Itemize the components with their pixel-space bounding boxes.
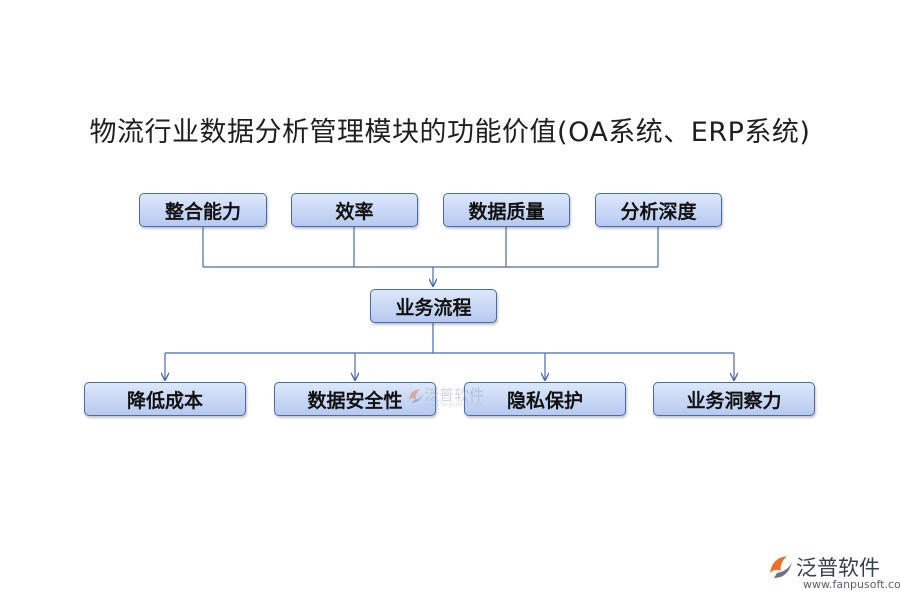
fanpu-logo-icon — [770, 556, 792, 578]
brand-logo: 泛普软件 www.fanpusoft.com — [766, 552, 900, 594]
diagram-title: 物流行业数据分析管理模块的功能价值(OA系统、ERP系统) — [89, 117, 811, 148]
node-center: 业务流程 — [370, 289, 497, 323]
node-top-1: 整合能力 — [139, 193, 267, 227]
node-label: 降低成本 — [126, 389, 203, 412]
node-label: 隐私保护 — [506, 389, 583, 412]
node-bottom-2: 数据安全性 — [274, 382, 436, 416]
brand-url: www.fanpusoft.com — [803, 578, 900, 591]
node-label: 业务洞察力 — [686, 389, 782, 412]
node-label: 数据质量 — [468, 200, 545, 223]
node-top-3: 数据质量 — [443, 193, 570, 227]
node-top-2: 效率 — [291, 193, 418, 227]
brand-name: 泛普软件 — [796, 556, 880, 580]
node-bottom-3: 隐私保护 — [464, 382, 626, 416]
node-label: 业务流程 — [395, 296, 472, 319]
node-bottom-1: 降低成本 — [84, 382, 246, 416]
node-bottom-4: 业务洞察力 — [653, 382, 815, 416]
node-top-4: 分析深度 — [595, 193, 722, 227]
node-label: 分析深度 — [620, 200, 697, 223]
node-label: 整合能力 — [164, 200, 241, 223]
node-label: 数据安全性 — [307, 389, 403, 412]
node-label: 效率 — [335, 200, 374, 223]
